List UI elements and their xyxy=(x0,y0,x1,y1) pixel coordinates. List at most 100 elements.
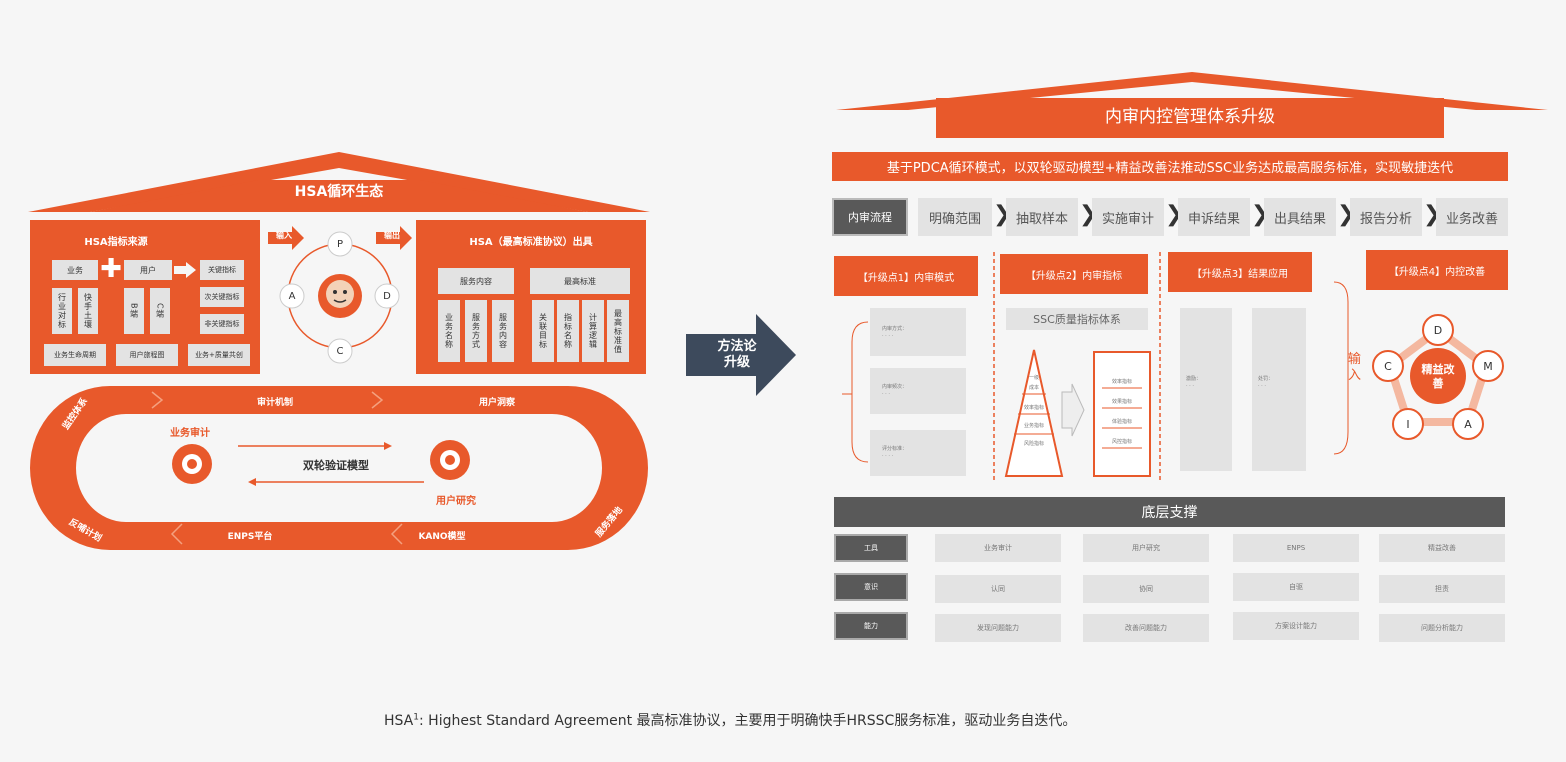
upgrade-1-header: 【升级点1】内审模式 xyxy=(834,256,978,296)
ability-problem-analysis: 问题分析能力 xyxy=(1379,614,1505,642)
user-box: 用户 xyxy=(124,260,172,280)
footnote-text: : Highest Standard Agreement 最高标准协议，主要用于… xyxy=(419,713,1077,729)
pdca-cycle xyxy=(268,226,412,364)
upgrade-2-header: 【升级点2】内审指标 xyxy=(1000,254,1148,294)
tool-enps: ENPS xyxy=(1233,534,1359,562)
foundation-row-awareness: 意识 xyxy=(834,573,908,601)
pyramid-label-3: 效率指标 xyxy=(1023,404,1044,411)
lean-node-c: C xyxy=(1384,359,1392,373)
lean-center: 精益改善 xyxy=(1421,363,1455,390)
pdca-c: C xyxy=(336,345,344,357)
lifecycle-box: 业务生命周期 xyxy=(44,344,106,366)
right-roof xyxy=(836,72,1548,138)
index-risk: 风控指标 xyxy=(1111,438,1132,445)
loop-enps: ENPS平台 xyxy=(227,531,273,542)
tool-business-audit: 业务审计 xyxy=(935,534,1061,562)
mode-item-3: 评分标准： · · · · xyxy=(870,430,966,476)
hsa-roof xyxy=(28,152,650,212)
validation-loop xyxy=(30,386,648,550)
footnote: HSA1: Highest Standard Agreement 最高标准协议，… xyxy=(384,710,1284,732)
protocol-title: HSA（最高标准协议）出具 xyxy=(469,236,593,248)
lean-node-d: D xyxy=(1433,323,1443,337)
step-define-scope: 明确范围 xyxy=(918,198,992,236)
pdca-d: D xyxy=(383,290,391,302)
pdca-a: A xyxy=(288,290,296,302)
method-upgrade-label: 方法论升级 xyxy=(717,339,757,370)
step-report-analysis: 报告分析 xyxy=(1350,198,1422,236)
lean-cycle xyxy=(1372,314,1504,440)
roof-title: HSA循环生态 xyxy=(294,184,384,200)
dual-wheel-model: 双轮验证模型 xyxy=(303,459,369,472)
pyramid-label-4: 业务指标 xyxy=(1023,422,1044,429)
lean-node-a: A xyxy=(1464,417,1472,431)
business-box: 业务 xyxy=(52,260,98,280)
lean-node-i: I xyxy=(1406,417,1410,431)
index-experience: 体验指标 xyxy=(1111,418,1132,425)
awareness-responsibility: 担责 xyxy=(1379,575,1505,603)
business-sub-2: 快手土壤 xyxy=(78,288,98,334)
tool-lean: 精益改善 xyxy=(1379,534,1505,562)
foundation-row-ability: 能力 xyxy=(834,612,908,640)
standard-col-3: 计算逻辑 xyxy=(582,300,604,362)
result-reward: 激励： · · · xyxy=(1180,308,1232,471)
ability-solution-design: 方案设计能力 xyxy=(1233,612,1359,640)
journey-box: 用户旅程图 xyxy=(116,344,178,366)
ability-find-problem: 发现问题能力 xyxy=(935,614,1061,642)
standard-col-2: 指标名称 xyxy=(557,300,579,362)
service-col-1: 业务名称 xyxy=(438,300,460,362)
highest-standard-header: 最高标准 xyxy=(530,268,630,294)
foundation-row-tools: 工具 xyxy=(834,534,908,562)
step-appeal: 申诉结果 xyxy=(1178,198,1250,236)
pyramid-label-5: 风险指标 xyxy=(1023,440,1044,447)
lean-input-label: 输入 xyxy=(1348,352,1362,383)
loop-audit-mechanism: 审计机制 xyxy=(256,397,293,408)
input-label: 输入 xyxy=(276,230,292,240)
ssc-pyramid xyxy=(1004,349,1151,477)
service-content-header: 服务内容 xyxy=(438,268,514,294)
right-subtitle: 基于PDCA循环模式，以双轮驱动模型+精益改善法推动SSC业务达成最高服务标准，… xyxy=(832,152,1508,181)
service-col-2: 服务方式 xyxy=(465,300,487,362)
ability-improve-problem: 改善问题能力 xyxy=(1083,614,1209,642)
awareness-collaborate: 协同 xyxy=(1083,575,1209,603)
cocreate-box: 业务+质量共创 xyxy=(188,344,250,366)
user-sub-2: C端 xyxy=(150,288,170,334)
service-col-3: 服务内容 xyxy=(492,300,514,362)
metric-sub-key: 次关键指标 xyxy=(200,287,244,307)
tool-user-research: 用户研究 xyxy=(1083,534,1209,562)
mode-item-1: 内审方式： · · · · xyxy=(870,308,966,356)
upgrade-4-header: 【升级点4】内控改善 xyxy=(1366,250,1508,290)
standard-col-1: 关联目标 xyxy=(532,300,554,362)
business-audit-label: 业务审计 xyxy=(170,427,210,439)
output-label: 输出 xyxy=(384,230,400,240)
index-effect: 效果指标 xyxy=(1111,398,1132,405)
loop-kano: KANO模型 xyxy=(418,531,466,542)
index-efficiency: 效率指标 xyxy=(1111,378,1132,385)
arrow-right-icon xyxy=(174,262,196,278)
metric-key: 关键指标 xyxy=(200,260,244,280)
pdca-p: P xyxy=(336,238,344,250)
lean-node-m: M xyxy=(1483,359,1493,373)
method-arrow xyxy=(686,314,796,396)
pyramid-label-1: 一级 xyxy=(1028,374,1039,381)
user-research-label: 用户研究 xyxy=(436,495,476,507)
user-sub-1: B端 xyxy=(124,288,144,334)
footnote-prefix: HSA xyxy=(384,713,414,729)
loop-user-insight: 用户洞察 xyxy=(478,397,515,408)
step-issue-result: 出具结果 xyxy=(1264,198,1336,236)
mode-item-2: 内审频次： · · · xyxy=(870,368,966,414)
foundation-title: 底层支撑 xyxy=(834,497,1505,527)
upgrade-dividers xyxy=(842,252,1349,482)
source-title: HSA指标来源 xyxy=(84,236,148,248)
right-title: 内审内控管理体系升级 xyxy=(1105,106,1275,127)
awareness-recognize: 认同 xyxy=(935,575,1061,603)
process-label: 内审流程 xyxy=(832,198,908,236)
pyramid-label-2: 成本 xyxy=(1028,384,1039,391)
step-implement-audit: 实施审计 xyxy=(1092,198,1164,236)
metric-non-key: 非关键指标 xyxy=(200,314,244,334)
standard-col-4: 最高标准值 xyxy=(607,300,629,362)
step-business-improve: 业务改善 xyxy=(1436,198,1508,236)
upgrade-3-header: 【升级点3】结果应用 xyxy=(1168,252,1312,292)
business-sub-1: 行业对标 xyxy=(52,288,72,334)
awareness-self-drive: 自驱 xyxy=(1233,573,1359,601)
result-penalty: 处罚： · · · xyxy=(1252,308,1306,471)
